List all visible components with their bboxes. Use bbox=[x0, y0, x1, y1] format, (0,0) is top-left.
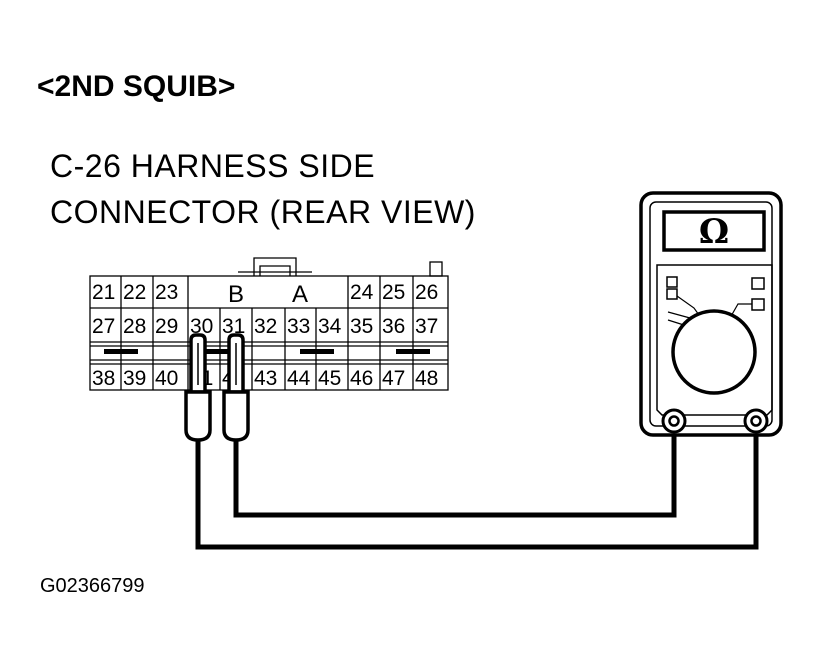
pin-29: 29 bbox=[155, 315, 178, 338]
pin-43: 43 bbox=[254, 367, 277, 390]
ohm-symbol: Ω bbox=[699, 212, 729, 252]
probe-body-left bbox=[184, 390, 212, 442]
pin-35: 35 bbox=[350, 315, 373, 338]
pin-48: 48 bbox=[415, 367, 438, 390]
probe-body-right bbox=[222, 390, 250, 442]
pin-28: 28 bbox=[123, 315, 146, 338]
connector-view: CONNECTOR (REAR VIEW) bbox=[50, 194, 476, 230]
cavity-label-a: A bbox=[292, 281, 308, 308]
figure-id: G02366799 bbox=[40, 575, 145, 597]
connector-name: C-26 HARNESS SIDE bbox=[50, 148, 376, 184]
pin-40: 40 bbox=[155, 367, 178, 390]
pin-36: 36 bbox=[382, 315, 405, 338]
connector-body bbox=[89, 275, 449, 391]
pin-25: 25 bbox=[382, 281, 405, 304]
pin-23: 23 bbox=[155, 281, 178, 304]
pin-32: 32 bbox=[254, 315, 277, 338]
lead-wire-right bbox=[233, 428, 677, 518]
pin-37: 37 bbox=[415, 315, 438, 338]
pin-24: 24 bbox=[350, 281, 374, 304]
diagram-title: <2ND SQUIB> bbox=[37, 70, 236, 103]
cavity-label-b: B bbox=[228, 281, 244, 308]
pin-22: 22 bbox=[123, 281, 146, 304]
meter-display bbox=[662, 210, 766, 252]
pin-31: 31 bbox=[222, 315, 245, 338]
lead-wire-left bbox=[195, 428, 759, 550]
pin-33: 33 bbox=[287, 315, 310, 338]
range-dial bbox=[671, 309, 757, 395]
pin-44: 44 bbox=[287, 367, 311, 390]
pin-34: 34 bbox=[318, 315, 342, 338]
pin-38: 38 bbox=[92, 367, 115, 390]
pin-27: 27 bbox=[92, 315, 115, 338]
pin-47: 47 bbox=[382, 367, 405, 390]
pin-45: 45 bbox=[318, 367, 341, 390]
pin-21: 21 bbox=[92, 281, 115, 304]
pin-39: 39 bbox=[123, 367, 146, 390]
pin-26: 26 bbox=[415, 281, 438, 304]
ohmmeter-icon: Ω bbox=[639, 191, 783, 437]
pin-30: 30 bbox=[190, 315, 213, 338]
pin-46: 46 bbox=[350, 367, 373, 390]
